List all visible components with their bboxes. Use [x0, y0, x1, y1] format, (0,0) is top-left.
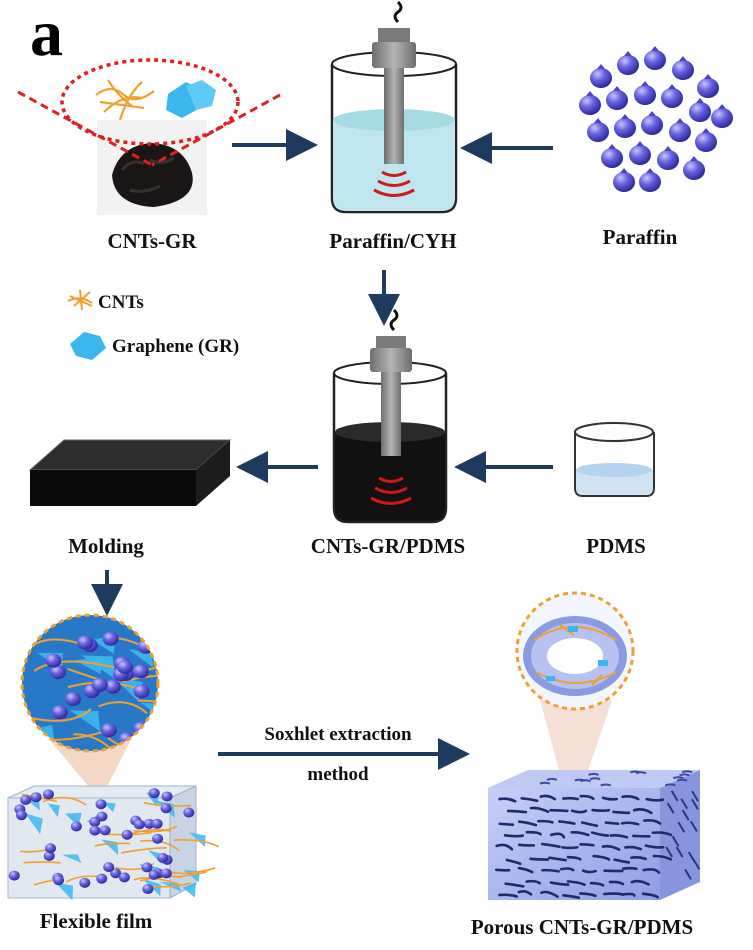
label-pdms: PDMS [586, 534, 646, 558]
paraffin-bead [617, 51, 639, 75]
paraffin-bead [613, 168, 635, 192]
paraffin-bead [601, 144, 623, 168]
paraffin-bead [711, 104, 733, 128]
paraffin-bead [641, 111, 663, 135]
paraffin-bead [661, 84, 683, 108]
paraffin-bead [614, 114, 636, 138]
paraffin-bead [629, 141, 651, 165]
legend-graphene-icon [70, 332, 106, 360]
legend-cnts-label: CNTs [98, 292, 144, 313]
legend-graphene-label: Graphene (GR) [112, 336, 239, 357]
paraffin-bead [669, 118, 691, 142]
mixing-beaker-icon [332, 308, 448, 524]
panel-label: a [30, 0, 63, 70]
label-porous: Porous CNTs-GR/PDMS [471, 915, 693, 939]
paraffin-bead [590, 64, 612, 88]
label-paraffin-cyh: Paraffin/CYH [329, 229, 456, 253]
label-cnts-gr: CNTs-GR [107, 229, 197, 253]
pdms-beaker-icon [574, 422, 655, 497]
soxhlet-label-line1: Soxhlet extraction [264, 724, 412, 745]
sonicator-beaker-icon [330, 0, 458, 214]
paraffin-bead [639, 168, 661, 192]
flexible-film-block [7, 785, 219, 901]
paraffin-bead [697, 74, 719, 98]
label-flexible-film: Flexible film [40, 909, 153, 933]
paraffin-bead [695, 128, 717, 152]
porous-magnified-ring [515, 591, 635, 818]
paraffin-bead [634, 81, 656, 105]
magnified-circle-icon [20, 613, 160, 800]
paraffin-bead [644, 46, 666, 70]
legend-cnts-icon [67, 289, 93, 311]
paraffin-beads-icon [579, 46, 733, 192]
porous-block-icon [488, 770, 701, 900]
label-molding: Molding [68, 534, 144, 558]
paraffin-bead [579, 91, 601, 115]
soxhlet-label-line2: method [307, 764, 369, 785]
paraffin-bead [657, 146, 679, 170]
label-paraffin: Paraffin [603, 225, 678, 249]
paraffin-bead [587, 118, 609, 142]
label-cnts-gr-pdms: CNTs-GR/PDMS [311, 534, 465, 558]
paraffin-bead [683, 156, 705, 180]
cnt-powder-icon [17, 58, 281, 215]
paraffin-bead [689, 98, 711, 122]
paraffin-bead [606, 86, 628, 110]
mold-block-icon [28, 439, 232, 506]
paraffin-bead [672, 56, 694, 80]
